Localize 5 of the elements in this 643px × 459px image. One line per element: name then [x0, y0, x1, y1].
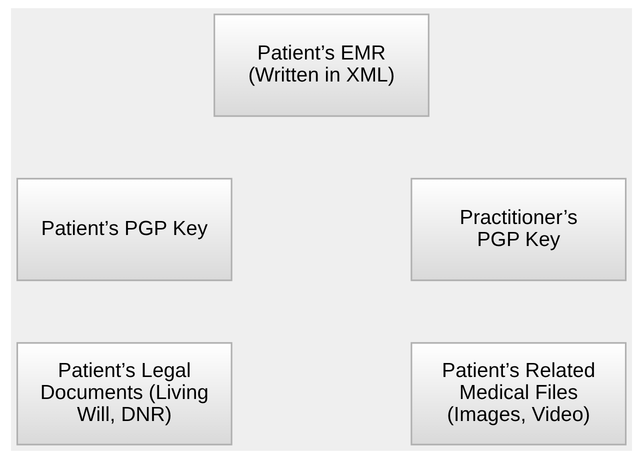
node-box: Patient’s Related Medical Files (Images, Video)	[410, 342, 627, 446]
node-box: Patient’s Legal Documents (Living Will, DNR)	[16, 342, 232, 446]
node-box: Patient’s PGP Key	[16, 178, 232, 282]
node-box: Practitioner’s PGP Key	[410, 178, 627, 282]
node-box: Patient’s EMR (Written in XML)	[214, 14, 430, 117]
